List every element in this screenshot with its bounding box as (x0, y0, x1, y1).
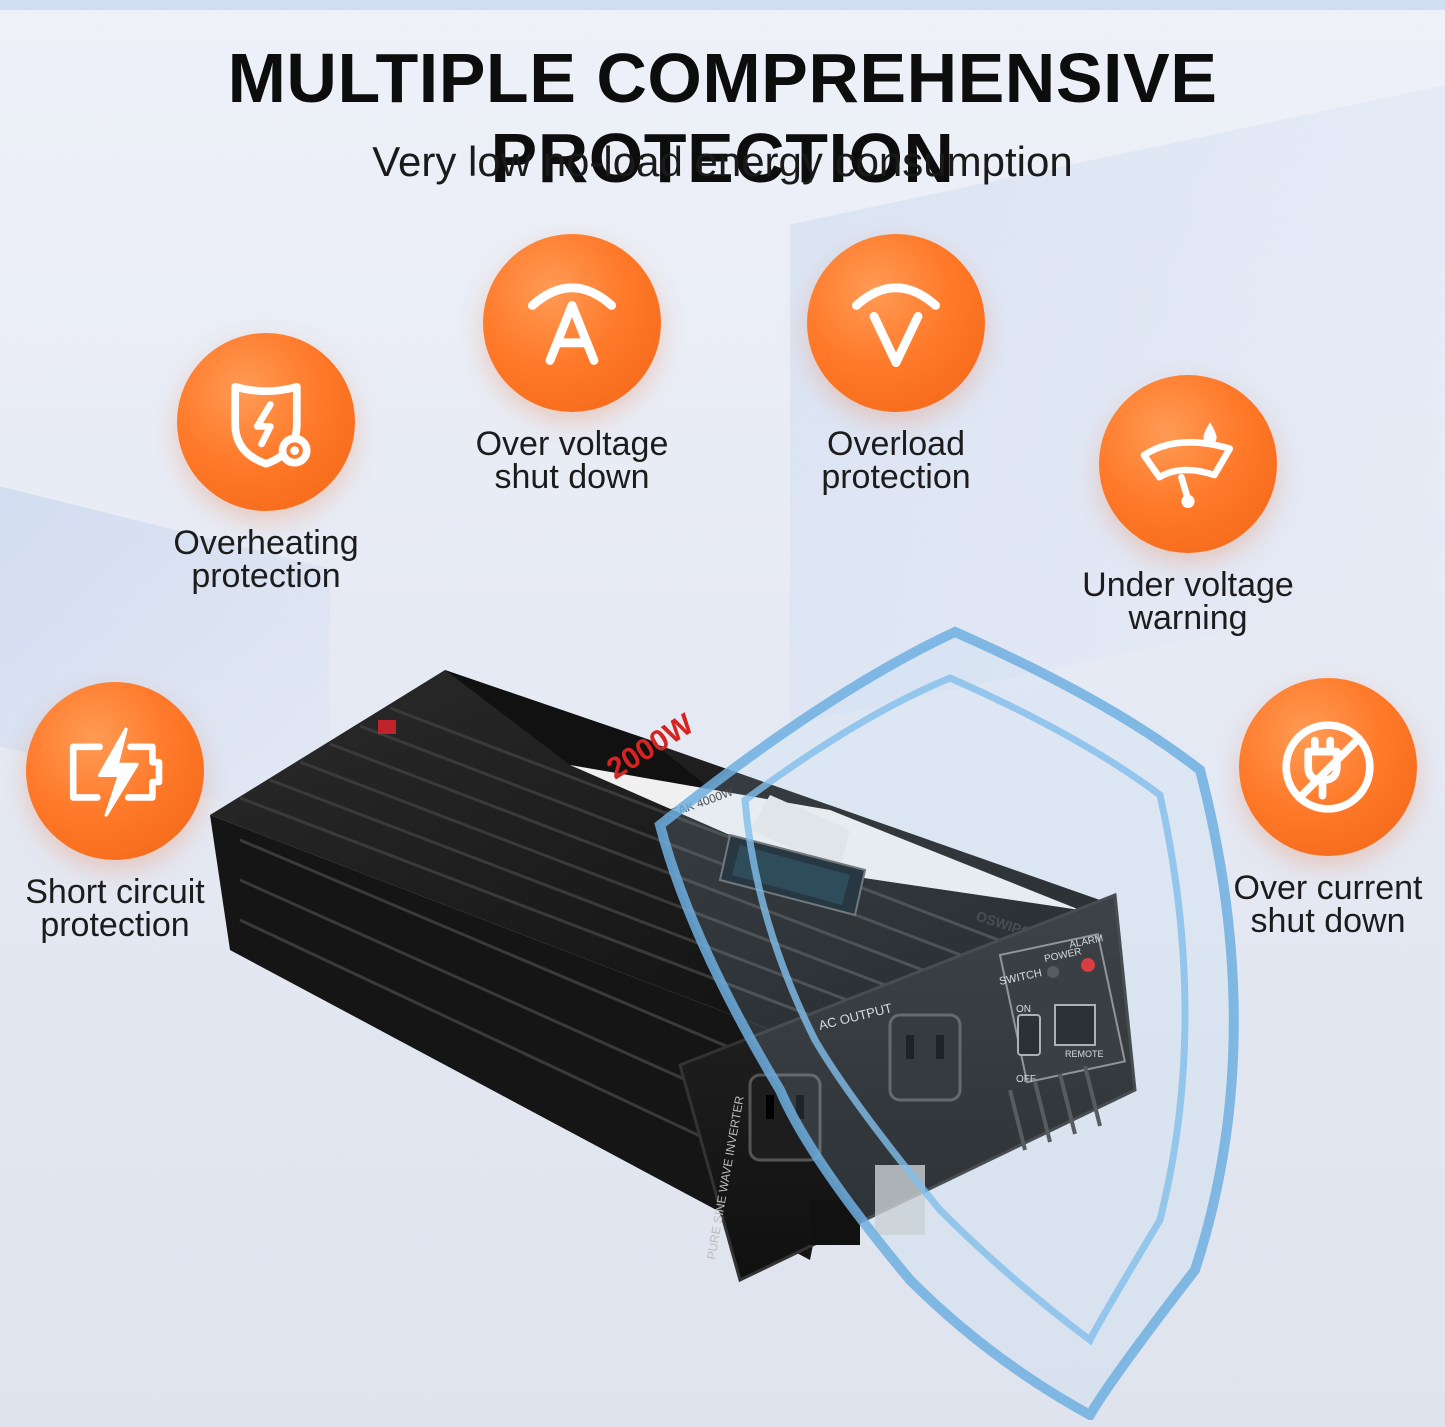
feature-icon-circle (1239, 678, 1417, 856)
inverter-product-image: 2000W PEAK 4000W OSWIPOWER AC OUTPUT SWI… (210, 626, 1239, 1420)
feature-label-line2: warning (1128, 599, 1248, 637)
remote-text: REMOTE (1065, 1049, 1104, 1059)
feature-overload: Overload protection (766, 234, 1026, 494)
feature-label-line1: Over voltage (475, 425, 669, 463)
feature-label-line1: Overheating (173, 524, 359, 562)
feature-label-line2: protection (821, 458, 971, 496)
feature-label-line2: protection (191, 557, 341, 595)
subheadline: Very low no-load energy consumption (372, 138, 1073, 185)
feature-over-current: Over current shut down (1198, 678, 1445, 938)
no-plug-icon (1282, 721, 1374, 813)
off-text: OFF (1016, 1074, 1036, 1085)
feature-icon-circle (26, 682, 204, 860)
feature-short-circuit: Short circuit protection (0, 682, 245, 942)
feature-icon-circle (483, 234, 661, 412)
feature-label-line2: protection (40, 906, 190, 944)
feature-label-line1: Over current (1233, 869, 1423, 907)
battery-bolt-icon (69, 727, 163, 817)
gauge-drop-icon (1140, 422, 1234, 508)
ammeter-icon (528, 283, 616, 365)
feature-label-line1: Short circuit (25, 873, 205, 911)
on-text: ON (1016, 1004, 1031, 1015)
feature-label-line2: shut down (1250, 902, 1406, 940)
feature-under-voltage: Under voltage warning (1058, 375, 1318, 635)
headline: MULTIPLE COMPREHENSIVE PROTECTION (227, 39, 1218, 197)
feature-overheating: Overheating protection (136, 333, 396, 593)
feature-label-line2: shut down (494, 458, 650, 496)
feature-icon-circle (807, 234, 985, 412)
voltmeter-icon (852, 283, 940, 367)
feature-label-line1: Under voltage (1082, 566, 1294, 604)
top-edge (0, 0, 1445, 10)
shield-bolt-icon (231, 382, 311, 468)
feature-over-voltage: Over voltage shut down (442, 234, 702, 494)
feature-label-line1: Overload (827, 425, 965, 463)
feature-icon-circle (177, 333, 355, 511)
feature-icon-circle (1099, 375, 1277, 553)
